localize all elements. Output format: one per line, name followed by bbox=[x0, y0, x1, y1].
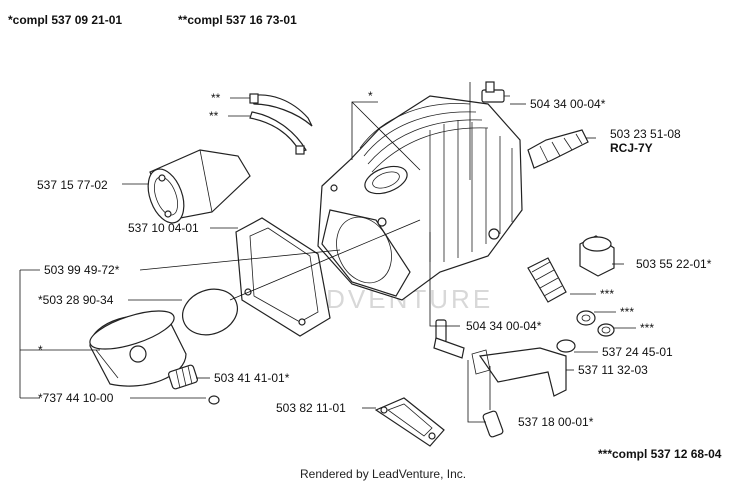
label-piston: * bbox=[38, 343, 43, 357]
needle-bearing bbox=[168, 364, 198, 390]
label-valve-washer: *** bbox=[640, 321, 654, 335]
decompression-valve-top bbox=[481, 81, 510, 103]
label-intake-manifold: 537 15 77-02 bbox=[37, 178, 108, 192]
intake-gasket bbox=[235, 217, 331, 337]
cylinder-block bbox=[317, 95, 523, 301]
clamp-upper bbox=[249, 93, 313, 127]
intake-manifold bbox=[147, 149, 251, 224]
label-base-gasket: 503 82 11-01 bbox=[276, 401, 346, 415]
compl-label-1: *compl 537 09 21-01 bbox=[8, 13, 122, 27]
label-circlip: *737 44 10-00 bbox=[38, 391, 114, 405]
label-intake-gasket: 537 10 04-01 bbox=[128, 221, 199, 235]
decompression-valve-mid bbox=[433, 319, 465, 359]
valve-spring bbox=[527, 257, 567, 303]
label-clamp-lower: ** bbox=[209, 109, 219, 123]
label-hose-clamp: 537 24 45-01 bbox=[602, 345, 673, 359]
leader-lines bbox=[19, 82, 636, 423]
label-needle-bearing: 503 41 41-01* bbox=[214, 371, 290, 385]
valve-washer bbox=[597, 323, 615, 337]
label-decomp-valve-top: 504 34 00-04* bbox=[530, 97, 606, 111]
label-plug-pin: 537 18 00-01* bbox=[518, 415, 594, 429]
compl-label-3: ***compl 537 12 68-04 bbox=[598, 447, 722, 461]
plug-bolt bbox=[579, 235, 615, 277]
circlip bbox=[208, 395, 220, 405]
label-piston-kit: 503 99 49-72* bbox=[44, 263, 120, 277]
base-gasket bbox=[374, 397, 445, 447]
label-valve-spring: *** bbox=[600, 287, 614, 301]
label-plug-bolt: 503 55 22-01* bbox=[636, 257, 712, 271]
hose-clamp bbox=[556, 339, 576, 353]
label-impulse-hose: 537 11 32-03 bbox=[578, 363, 648, 377]
spark-plug bbox=[527, 129, 589, 169]
piston-ring bbox=[182, 288, 238, 336]
label-cylinder: * bbox=[368, 89, 373, 103]
impulse-hose bbox=[471, 347, 567, 397]
label-valve-cap: *** bbox=[620, 305, 634, 319]
clamp-lower bbox=[249, 111, 307, 155]
label-spark-plug: 503 23 51-08 bbox=[610, 127, 681, 141]
label-decomp-valve-mid: 504 34 00-04* bbox=[466, 319, 542, 333]
label-clamp-upper: ** bbox=[211, 91, 221, 105]
plug-pin bbox=[482, 410, 504, 438]
compl-label-2: **compl 537 16 73-01 bbox=[178, 13, 297, 27]
piston bbox=[89, 310, 187, 387]
label-piston-ring: *503 28 90-34 bbox=[38, 293, 114, 307]
rendered-by-footer: Rendered by LeadVenture, Inc. bbox=[300, 467, 466, 481]
valve-cap bbox=[576, 310, 596, 326]
label-spark-plug-type: RCJ-7Y bbox=[610, 141, 653, 155]
